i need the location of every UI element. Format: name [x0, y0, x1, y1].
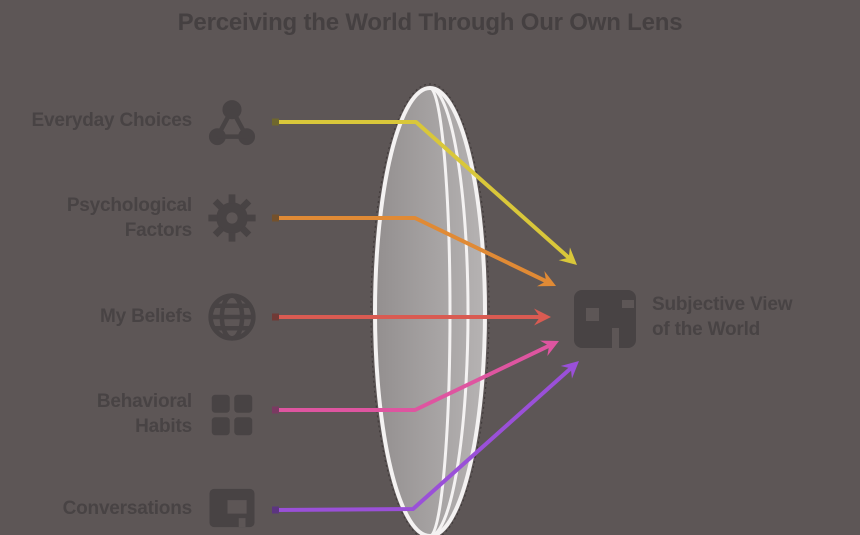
focus-icon	[572, 288, 638, 350]
ray-5	[272, 361, 579, 514]
source-label-everyday-choices: Everyday Choices	[31, 110, 193, 131]
ray-4	[272, 340, 559, 414]
lens	[370, 83, 490, 535]
ray-2	[272, 214, 556, 287]
globe-icon	[205, 290, 259, 344]
ray-3	[272, 308, 551, 326]
network-icon	[205, 95, 259, 149]
source-label-behavioral-habits: Behavioral Habits	[96, 391, 192, 438]
grid-icon	[205, 388, 259, 442]
ray-1	[272, 118, 577, 265]
source-label-my-beliefs: My Beliefs	[100, 306, 192, 327]
window-icon	[205, 481, 259, 535]
output-label: Subjective View of the World	[652, 294, 793, 341]
source-label-psychological-factors: Psychological Factors	[66, 195, 192, 242]
source-label-conversations: Conversations	[62, 498, 193, 519]
diagram-title: Perceiving the World Through Our Own Len…	[177, 9, 683, 36]
rays	[272, 118, 579, 514]
gear-icon	[205, 191, 259, 245]
